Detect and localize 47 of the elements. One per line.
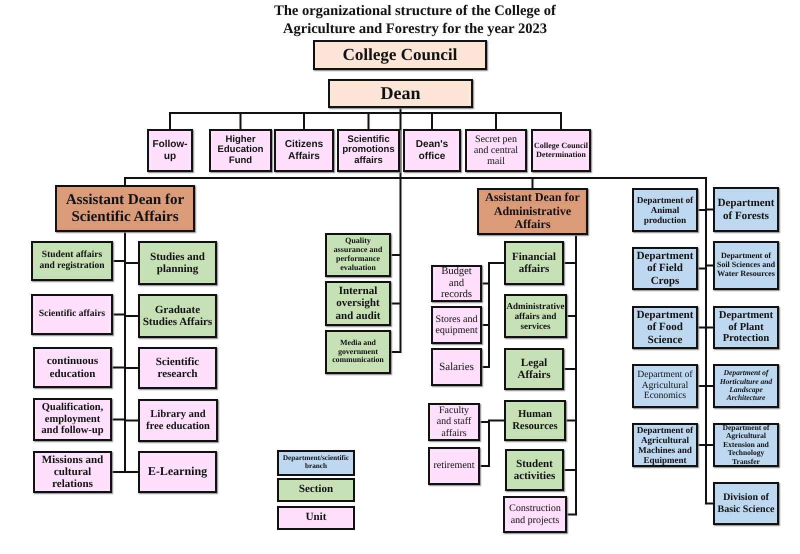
- department-box: Department of Agricultural Machines and Equipment: [632, 423, 698, 467]
- section-box: Legal Affairs: [504, 348, 564, 390]
- section-box: Graduate Studies Affairs: [138, 294, 217, 338]
- diagram-title: The organizational structure of the College of Agriculture and Forestry for the year 2023: [273, 2, 557, 38]
- section-box: Financial affairs: [504, 241, 564, 285]
- section-box: Human Resources: [504, 400, 566, 441]
- unit-box: College Council Determination: [531, 129, 591, 172]
- section-box: Student activities: [505, 449, 564, 491]
- unit-box: Scientific affairs: [31, 294, 113, 335]
- unit-box: Faculty and staff affairs: [428, 403, 480, 441]
- unit-box: Budget and records: [431, 265, 482, 302]
- unit-box: Stores and equipment: [431, 306, 482, 344]
- department-box: Department of Plant Protection: [713, 306, 779, 349]
- section-box: Studies and planning: [138, 241, 217, 285]
- unit-box: retirement: [428, 447, 480, 485]
- council-box: College Council: [313, 40, 487, 70]
- unit-box: Dean's office: [403, 129, 461, 172]
- department-box: Department of Food Science: [632, 306, 698, 349]
- section-box: Internal oversight and audit: [325, 281, 391, 326]
- unit-box: continuous education: [33, 347, 112, 388]
- unit-box: Higher Education Fund: [209, 129, 272, 172]
- unit-box: Secret pen and central mail: [465, 129, 527, 172]
- legend-label: Section: [298, 482, 334, 498]
- unit-box: Follow-up: [147, 129, 193, 172]
- department-box: Division of Basic Science: [713, 482, 779, 525]
- assistant-dean-box: Assistant Dean for Scientific Affairs: [55, 185, 195, 232]
- department-box: Department of Forests: [713, 187, 779, 232]
- assistant-dean-box: Assistant Dean for Administrative Affairs: [477, 188, 588, 235]
- section-box: Student affairs and registration: [31, 241, 113, 281]
- department-box: Department of Field Crops: [632, 247, 698, 290]
- section-box: Quality assurance and performance evaluation: [325, 233, 391, 277]
- unit-box: Salaries: [431, 348, 482, 386]
- unit-box: Scientific research: [138, 347, 217, 389]
- legend-label: Unit: [304, 510, 328, 526]
- department-box: Department of Animal production: [632, 188, 698, 232]
- unit-box: Construction and projects: [503, 496, 567, 533]
- unit-box: E-Learning: [138, 451, 217, 493]
- unit-box: Missions and cultural relations: [33, 451, 112, 493]
- unit-box: Library and free education: [138, 399, 218, 442]
- unit-box: Qualification, employment and follow-up: [33, 398, 112, 441]
- department-box: Department of Agricultural Economics: [632, 364, 698, 408]
- section-box: Administrative affairs and services: [504, 294, 567, 338]
- unit-box: Scientific promotions affairs: [337, 129, 400, 172]
- council-box: Dean: [328, 79, 473, 108]
- unit-box: Citizens Affairs: [274, 129, 334, 172]
- department-box: Department of Soil Sciences and Water Resources: [713, 241, 779, 290]
- connector-line: [567, 235, 577, 516]
